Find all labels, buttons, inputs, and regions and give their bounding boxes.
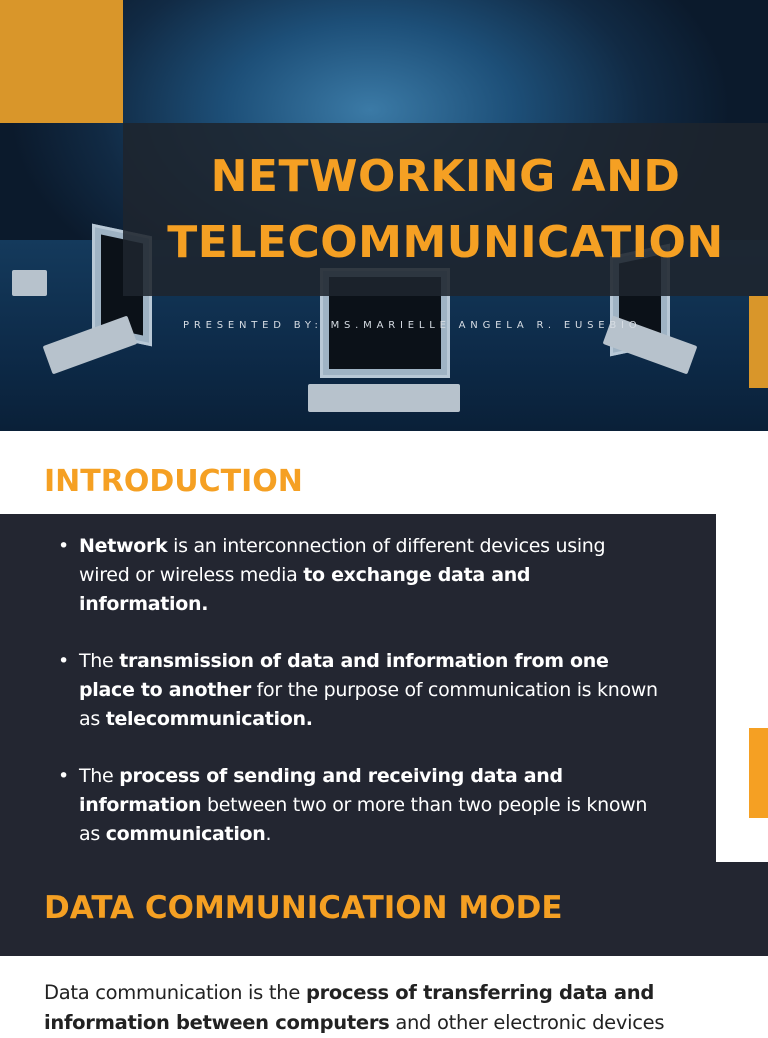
keyboard-icon	[308, 384, 460, 412]
orange-accent-bar	[749, 728, 768, 818]
list-item: The process of sending and receiving dat…	[58, 762, 658, 849]
orange-accent-block	[0, 0, 123, 123]
text: is an interconnection of different devic…	[79, 535, 606, 586]
bold-text: to exchange data and information.	[79, 564, 531, 615]
bold-text: process of sending and receiving data an…	[79, 765, 563, 816]
text: and other electronic devices	[389, 1011, 665, 1034]
data-communication-paragraph: Data communication is the process of tra…	[44, 978, 684, 1038]
title-line-2: TELECOMMUNICATION	[167, 216, 724, 268]
text: .	[265, 823, 272, 845]
bold-text: telecommunication.	[105, 708, 313, 730]
data-communication-mode-heading: DATA COMMUNICATION MODE	[44, 890, 563, 926]
list-item: The transmission of data and information…	[58, 647, 658, 734]
text: The	[79, 765, 120, 787]
bold-text: Network	[79, 535, 168, 557]
keyboard-icon	[12, 270, 47, 296]
mode-heading-panel	[0, 862, 768, 956]
title-line-1: NETWORKING AND	[210, 150, 681, 202]
bold-text: communication	[105, 823, 266, 845]
presenter-credit: PRESENTED BY: MS.MARIELLE ANGELA R. EUSE…	[183, 320, 642, 331]
text: The	[79, 650, 120, 672]
list-item: Network is an interconnection of differe…	[58, 532, 658, 619]
introduction-list: Network is an interconnection of differe…	[58, 532, 658, 877]
bold-text: transmission of data and information fro…	[79, 650, 609, 701]
orange-accent-bar	[749, 296, 768, 388]
page-title: NETWORKING AND TELECOMMUNICATION	[167, 144, 723, 276]
text: for the purpose of communication is know…	[79, 679, 658, 730]
text: Data communication is the	[44, 981, 306, 1004]
text: between two or more than two people is k…	[79, 794, 648, 845]
title-band: NETWORKING AND TELECOMMUNICATION	[123, 123, 768, 296]
introduction-heading: INTRODUCTION	[44, 464, 303, 499]
